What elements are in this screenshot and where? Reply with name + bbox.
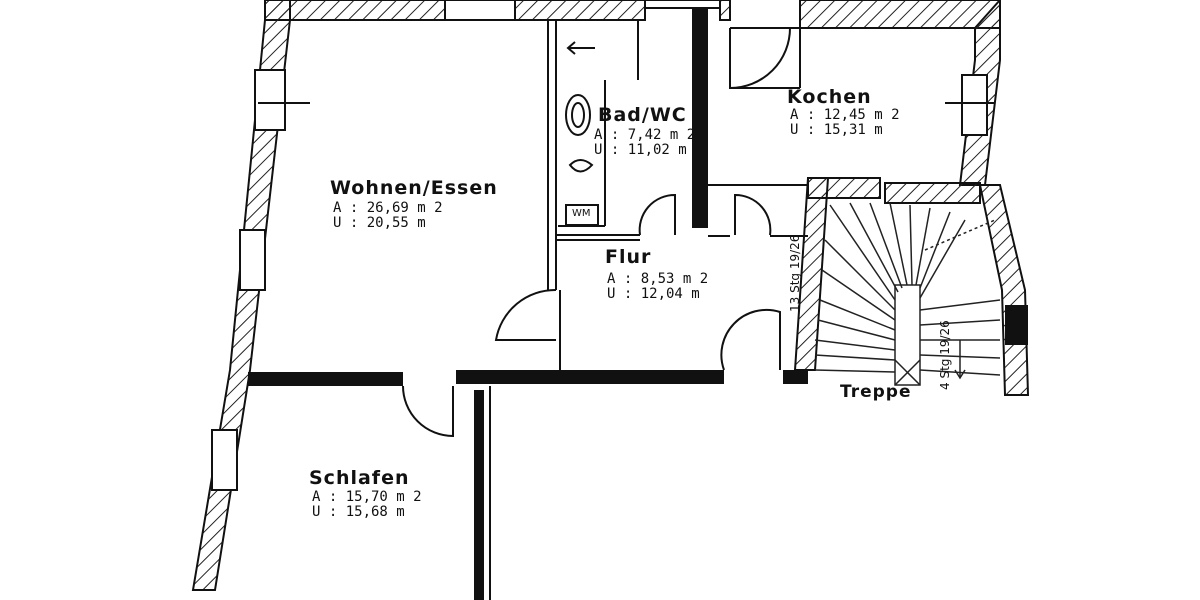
stair-steps-left: 13 Stg 19/26 <box>788 234 802 312</box>
room-area-flur: A : 8,53 m 2 <box>607 271 709 287</box>
washer-label: WM <box>572 208 591 219</box>
room-perimeter-kochen: U : 15,31 m <box>790 122 883 138</box>
room-area-bad: A : 7,42 m 2 <box>594 127 696 143</box>
room-name-kochen: Kochen <box>787 86 872 108</box>
stair-label: Treppe <box>840 382 912 402</box>
room-perimeter-bad: U : 11,02 m <box>594 142 687 158</box>
bathroom-fixtures <box>565 94 599 226</box>
room-measures-bad: A : 7,42 m 2 U : 11,02 m <box>594 128 695 158</box>
windows <box>211 0 995 491</box>
room-name-bad: Bad/WC <box>598 104 687 126</box>
room-perimeter-schlafen: U : 15,68 m <box>312 504 405 520</box>
room-measures-kochen: A : 12,45 m 2 U : 15,31 m <box>790 108 900 138</box>
interior-walls <box>248 0 808 600</box>
staircase <box>814 202 1001 386</box>
room-area-wohnen: A : 26,69 m 2 <box>333 200 443 216</box>
room-perimeter-wohnen: U : 20,55 m <box>333 215 426 231</box>
doors <box>402 27 791 438</box>
stair-wall-block <box>1005 305 1028 345</box>
room-name-wohnen: Wohnen/Essen <box>330 177 498 199</box>
room-perimeter-flur: U : 12,04 m <box>607 286 700 302</box>
room-name-flur: Flur <box>605 246 652 268</box>
room-measures-flur: A : 8,53 m 2 U : 12,04 m <box>607 272 708 302</box>
room-area-schlafen: A : 15,70 m 2 <box>312 489 422 505</box>
room-measures-schlafen: A : 15,70 m 2 U : 15,68 m <box>312 490 422 520</box>
stair-steps-right: 4 Stg 19/26 <box>938 320 952 390</box>
room-area-kochen: A : 12,45 m 2 <box>790 107 900 123</box>
room-measures-wohnen: A : 26,69 m 2 U : 20,55 m <box>333 201 443 231</box>
room-name-schlafen: Schlafen <box>309 467 410 489</box>
